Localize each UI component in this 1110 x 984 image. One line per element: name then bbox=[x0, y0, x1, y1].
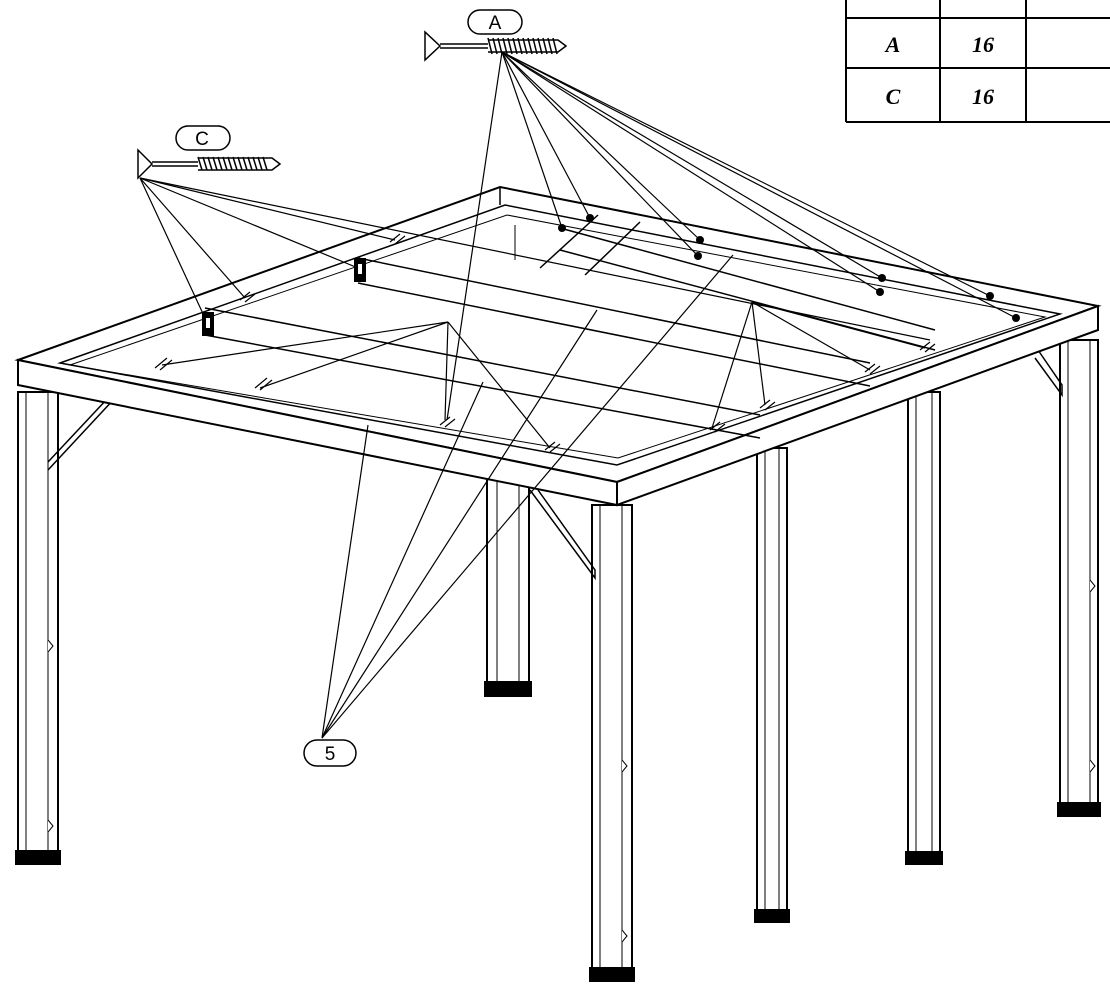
callout-c-label: C bbox=[195, 129, 209, 150]
callout-part-5: 5 bbox=[303, 739, 357, 767]
leaders-screw-a bbox=[446, 51, 1017, 421]
leaders-part-5 bbox=[321, 254, 734, 739]
parts-table-row: C 16 bbox=[886, 84, 994, 109]
table-cell-part: A bbox=[884, 32, 901, 57]
callout-screw-c: C bbox=[175, 125, 231, 151]
roof-rafters bbox=[204, 214, 936, 439]
post-mid-front bbox=[754, 447, 790, 923]
screw-a-icon bbox=[424, 30, 568, 62]
callout-screw-a: A bbox=[467, 9, 523, 35]
post-front bbox=[589, 504, 635, 982]
callout-5-label: 5 bbox=[325, 744, 336, 765]
roof-frame bbox=[14, 185, 1102, 507]
table-cell-part: C bbox=[886, 84, 901, 109]
post-left bbox=[15, 391, 61, 865]
leaders-screw-c bbox=[139, 177, 931, 341]
screw-c-icon bbox=[137, 148, 282, 180]
post-mid-right bbox=[905, 391, 943, 865]
parts-table bbox=[845, 0, 1110, 123]
parts-table-row: A 16 bbox=[884, 32, 994, 57]
callout-a-label: A bbox=[489, 13, 502, 34]
post-right bbox=[1057, 339, 1101, 817]
gazebo-posts bbox=[15, 249, 1101, 982]
table-cell-qty: 16 bbox=[972, 84, 994, 109]
leaders-hangers bbox=[161, 301, 926, 449]
table-cell-qty: 16 bbox=[972, 32, 994, 57]
hanger-marks bbox=[154, 233, 936, 453]
